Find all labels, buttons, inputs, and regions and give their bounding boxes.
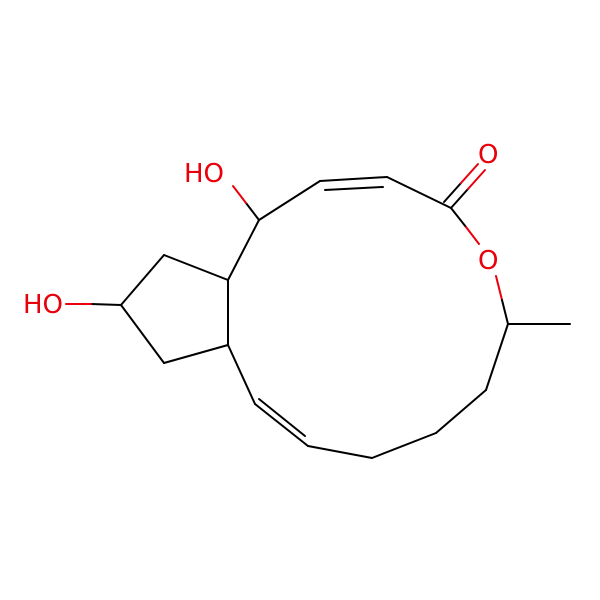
bond-oh-left bbox=[90, 303, 122, 306]
bond-macro-6 bbox=[371, 432, 437, 459]
bond-ester-1 bbox=[450, 207, 467, 228]
bond-macro-2 bbox=[258, 180, 321, 221]
hydroxyl-left-label: HO bbox=[23, 290, 63, 320]
double-bond-lower-b bbox=[258, 398, 306, 437]
bond-macro-8 bbox=[227, 344, 256, 405]
bond-macro-5 bbox=[435, 389, 487, 434]
bond-ring5-c bbox=[120, 304, 165, 364]
carbonyl-bond-b-o bbox=[460, 163, 479, 184]
double-bond-upper-b bbox=[324, 186, 384, 191]
ring-oxygen-label: O bbox=[478, 246, 498, 276]
bond-oh-top-o bbox=[232, 185, 247, 204]
carbonyl-bond-a bbox=[450, 188, 469, 209]
bond-oh-top bbox=[245, 202, 260, 221]
bond-macro-1 bbox=[227, 219, 260, 281]
double-bond-lower-a bbox=[254, 403, 309, 447]
carbonyl-bond-b bbox=[443, 182, 462, 203]
bond-ring5-a bbox=[163, 254, 229, 281]
carbonyl-bond-a-o bbox=[467, 169, 486, 190]
bond-ring5-d bbox=[163, 344, 229, 364]
bond-ester-2 bbox=[501, 299, 509, 325]
bond-macro-3 bbox=[386, 176, 452, 209]
bond-macro-4 bbox=[485, 323, 509, 391]
bond-ester-2-o bbox=[495, 275, 503, 301]
bond-ester-1-o bbox=[465, 226, 480, 245]
carbonyl-oxygen-label: O bbox=[478, 140, 498, 170]
hydroxyl-top-label: HO bbox=[184, 159, 224, 189]
bond-ring5-b bbox=[120, 254, 165, 306]
bond-macro-7 bbox=[307, 445, 373, 459]
double-bond-upper-a bbox=[319, 176, 388, 182]
